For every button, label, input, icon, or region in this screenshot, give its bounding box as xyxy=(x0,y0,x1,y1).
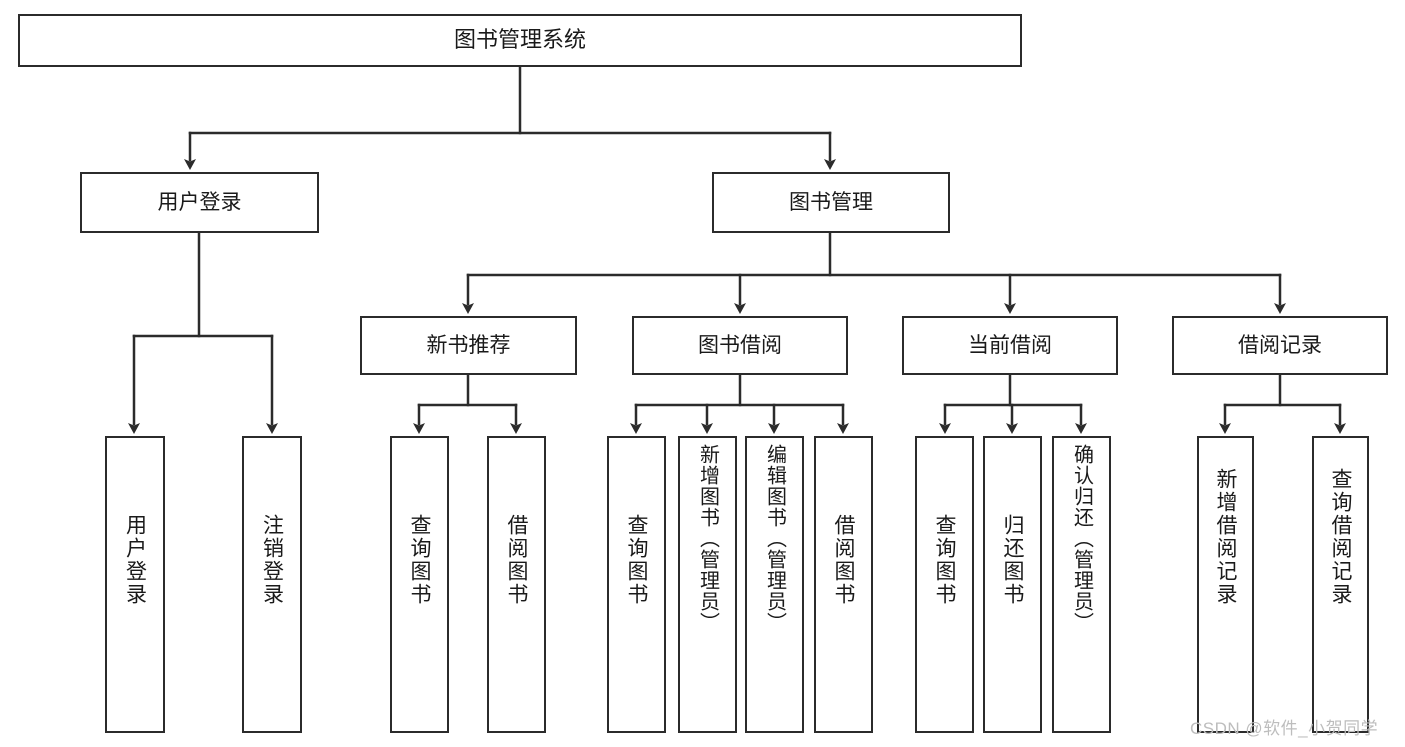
leaf-confirm-return-admin[interactable]: 确认归还（管理员） xyxy=(1052,436,1111,733)
leaf-logout[interactable]: 注销登录 xyxy=(242,436,302,733)
node-label: 查询图书 xyxy=(933,514,956,606)
node-label: 归还图书 xyxy=(1001,514,1024,606)
node-book-management[interactable]: 图书管理 xyxy=(712,172,950,233)
node-label: 查询图书 xyxy=(625,514,648,606)
node-label: 新书推荐 xyxy=(426,333,511,357)
leaf-borrow-book[interactable]: 借阅图书 xyxy=(814,436,873,733)
leaf-query-borrow-record[interactable]: 查询借阅记录 xyxy=(1312,436,1369,733)
node-label: 确认归还（管理员） xyxy=(1070,444,1093,633)
leaf-borrow-book-recommend[interactable]: 借阅图书 xyxy=(487,436,546,733)
node-label: 用户登录 xyxy=(123,514,147,606)
node-root-system[interactable]: 图书管理系统 xyxy=(18,14,1022,67)
node-label: 图书借阅 xyxy=(698,333,782,357)
leaf-query-book-recommend[interactable]: 查询图书 xyxy=(390,436,449,733)
node-user-login[interactable]: 用户登录 xyxy=(80,172,319,233)
node-label: 借阅图书 xyxy=(832,514,855,606)
node-label: 借阅图书 xyxy=(505,514,528,606)
node-new-book-recommend[interactable]: 新书推荐 xyxy=(360,316,577,375)
node-label: 借阅记录 xyxy=(1238,333,1322,357)
leaf-user-login[interactable]: 用户登录 xyxy=(105,436,165,733)
leaf-return-book[interactable]: 归还图书 xyxy=(983,436,1042,733)
node-borrow-record[interactable]: 借阅记录 xyxy=(1172,316,1388,375)
node-label: 注销登录 xyxy=(260,514,284,606)
leaf-query-book-current[interactable]: 查询图书 xyxy=(915,436,974,733)
node-label: 图书管理 xyxy=(789,190,873,214)
node-label: 查询借阅记录 xyxy=(1329,468,1352,606)
leaf-edit-book-admin[interactable]: 编辑图书（管理员） xyxy=(745,436,804,733)
node-label: 当前借阅 xyxy=(968,333,1052,357)
node-book-borrow[interactable]: 图书借阅 xyxy=(632,316,848,375)
node-label: 用户登录 xyxy=(157,190,242,214)
node-label: 查询图书 xyxy=(408,514,431,606)
node-label: 新增图书（管理员） xyxy=(696,444,719,633)
leaf-add-borrow-record[interactable]: 新增借阅记录 xyxy=(1197,436,1254,733)
node-label: 新增借阅记录 xyxy=(1214,468,1237,606)
node-label: 编辑图书（管理员） xyxy=(763,444,786,633)
node-label: 图书管理系统 xyxy=(453,27,586,53)
node-current-borrow[interactable]: 当前借阅 xyxy=(902,316,1118,375)
leaf-query-book-borrow[interactable]: 查询图书 xyxy=(607,436,666,733)
leaf-add-book-admin[interactable]: 新增图书（管理员） xyxy=(678,436,737,733)
